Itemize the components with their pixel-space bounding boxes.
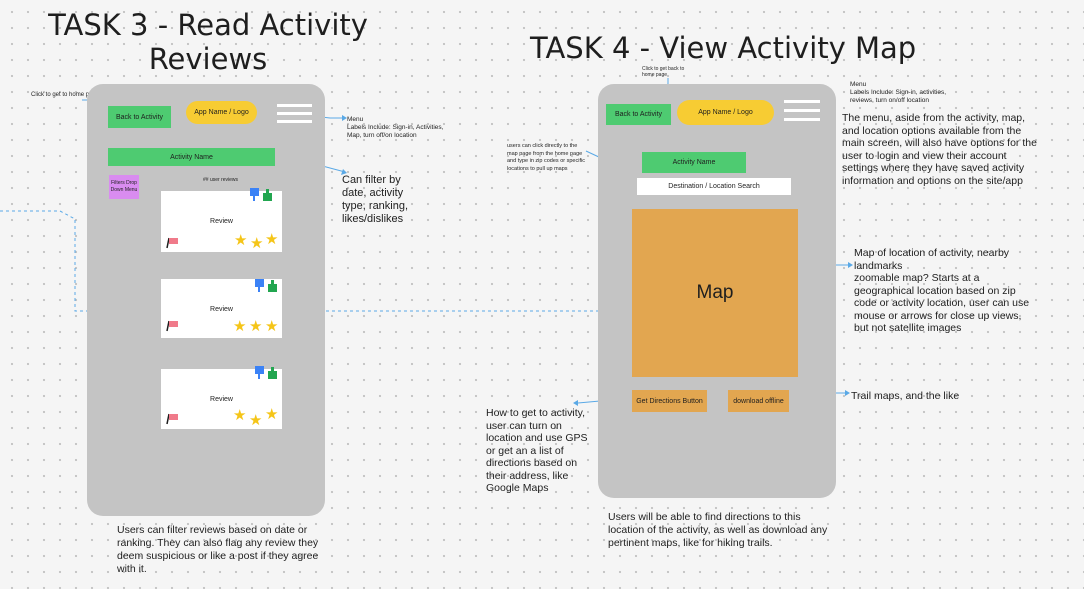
task4-directions-note: How to get to activity, user can turn on… (486, 407, 588, 494)
flag-icon[interactable] (166, 413, 180, 425)
star-icon: ★ (265, 318, 279, 335)
review-card: Review ★ ★ ★ (161, 279, 282, 338)
star-icon: ★ (234, 232, 248, 249)
star-icon: ★ (250, 235, 264, 252)
task4-phone-frame: Back to Activity App Name / Logo Activit… (598, 84, 836, 498)
get-directions-button[interactable]: Get Directions Button (632, 390, 707, 412)
review-label: Review (210, 218, 233, 225)
map-view[interactable]: Map (632, 209, 798, 377)
hamburger-menu-icon[interactable] (784, 100, 820, 124)
activity-name-bar: Activity Name (108, 148, 275, 166)
task4-menu-note: Menu Labels Include: Sign-in, activities… (850, 81, 960, 105)
filters-dropdown[interactable]: Filters Drop Down Menu (109, 175, 139, 199)
task3-menu-note-body: Labels Include: Sign-in, Activities, Map… (347, 124, 444, 139)
back-to-activity-button[interactable]: Back to Activity (606, 104, 671, 125)
star-icon: ★ (233, 407, 247, 424)
star-icon: ★ (265, 231, 279, 248)
task3-title-line2: Reviews (148, 42, 268, 76)
star-icon: ★ (249, 412, 263, 429)
review-label: Review (210, 396, 233, 403)
task3-menu-note: Menu Labels Include: Sign-in, Activities… (347, 116, 457, 140)
activity-name-bar: Activity Name (642, 152, 746, 173)
task4-title: TASK 4 - View Activity Map (530, 31, 917, 65)
task3-title: TASK 3 - Read Activity Reviews (30, 8, 386, 76)
app-logo[interactable]: App Name / Logo (677, 100, 774, 125)
star-icon: ★ (265, 406, 279, 423)
task3-menu-note-title: Menu (347, 116, 364, 123)
task4-search-note: users can click directly to the map page… (507, 143, 585, 172)
app-logo[interactable]: App Name / Logo (186, 101, 257, 124)
task3-phone-frame: Back to Activity App Name / Logo Activit… (87, 84, 325, 516)
task4-map-note: Map of location of activity, nearby land… (854, 247, 1030, 334)
task3-filter-note: Can filter by date, activity type, ranki… (342, 174, 409, 225)
task4-menu-note-title: Menu (850, 81, 867, 88)
thumbs-icons[interactable] (255, 279, 279, 295)
thumbs-icons[interactable] (255, 366, 279, 382)
thumbs-icons[interactable] (250, 188, 274, 204)
review-card: Review ★ ★ ★ (161, 366, 282, 429)
hamburger-menu-icon[interactable] (277, 104, 312, 126)
back-to-activity-button[interactable]: Back to Activity (108, 106, 171, 128)
review-count: ## user reviews (203, 177, 239, 183)
review-label: Review (210, 306, 233, 313)
task4-menu-note-body: Labels Include: Sign-in, activities, rev… (850, 89, 947, 104)
task3-title-line1: TASK 3 - Read Activity (48, 8, 368, 42)
flag-icon[interactable] (166, 320, 180, 332)
task4-menu-description: The menu, aside from the activity, map, … (842, 112, 1037, 187)
location-search-input[interactable]: Destination / Location Search (637, 178, 791, 195)
task4-bottom-note: Users will be able to find directions to… (608, 511, 828, 549)
task4-home-note: Click to get back to home page (642, 66, 685, 78)
download-offline-button[interactable]: download offline (728, 390, 789, 412)
task3-bottom-note: Users can filter reviews based on date o… (117, 524, 319, 575)
star-icon: ★ (249, 318, 263, 335)
task3-home-note: Click to get to home page (31, 92, 100, 98)
review-card: Review ★ ★ ★ (161, 188, 282, 252)
flag-icon[interactable] (166, 237, 180, 249)
task4-trail-note: Trail maps, and the like (851, 390, 960, 402)
star-icon: ★ (233, 318, 247, 335)
